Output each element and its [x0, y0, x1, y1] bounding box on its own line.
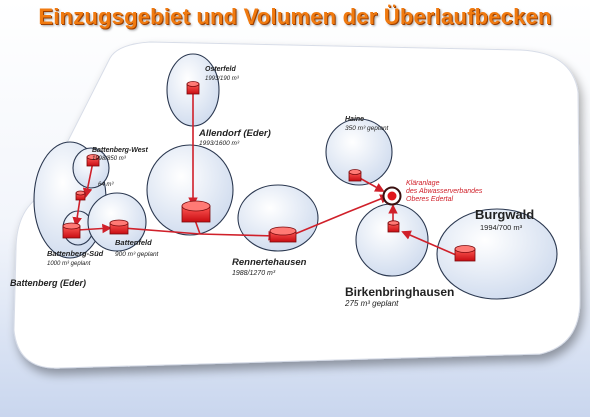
plant-line-1: Kläranlage	[406, 180, 440, 187]
storage-tanks	[62, 81, 476, 262]
battenberg-west-info: 1998/850 m³	[92, 156, 127, 162]
battenberg-sued-info: 1000 m³ geplant	[47, 261, 91, 267]
tank-allendorf	[181, 200, 211, 223]
battenberg-sued-name: Battenberg-Süd	[47, 249, 104, 258]
allendorf-name: Allendorf (Eder)	[198, 128, 271, 139]
plant-line-2: des Abwasserverbandes	[406, 188, 483, 195]
flow-west-small	[82, 161, 94, 198]
catchment-allendorf	[146, 144, 234, 236]
osterfeld-name: Osterfeld	[205, 66, 236, 73]
region-label: Battenberg (Eder)	[10, 278, 86, 288]
flow-burgwald-birkenbringhausen	[401, 230, 457, 256]
burgwald-info: 1994/700 m³	[480, 223, 523, 232]
flow-rennertehausen-plant	[289, 194, 390, 237]
battenfeld-info: 900 m³ geplant	[115, 251, 160, 258]
catchment-rennertehausen	[237, 184, 319, 252]
haine-name: Haine	[345, 116, 364, 123]
plant-line-3: Oberes Edertal	[406, 196, 454, 203]
battenfeld-name: Battenfeld	[115, 238, 152, 247]
haine-info: 350 m³ geplant	[345, 125, 390, 132]
small-64-info: 64 m³	[98, 182, 114, 188]
allendorf-info: 1993/1600 m³	[199, 140, 240, 147]
rennertehausen-info: 1988/1270 m³	[232, 270, 276, 277]
catchment-areas	[33, 53, 558, 300]
catchment-birkenbringhausen	[355, 203, 429, 277]
tank-rennertehausen	[269, 226, 297, 243]
catchment-burgwald	[436, 208, 558, 300]
sewage-plant-icon	[382, 186, 402, 206]
burgwald-name: Burgwald	[475, 207, 534, 222]
flow-sued-battenfeld	[77, 223, 112, 234]
tank-battenberg-west	[86, 154, 100, 167]
birkenbringhausen-info: 275 m³ geplant	[344, 299, 399, 308]
catchment-haine	[325, 118, 393, 186]
tank-burgwald	[454, 245, 476, 262]
battenberg-west-name: Battenberg-West	[92, 147, 149, 154]
tank-battenberg-sued	[62, 222, 81, 239]
page-title: Einzugsgebiet und Volumen der Überlaufbe…	[38, 4, 552, 29]
tank-haine	[348, 169, 362, 182]
tank-birkenbringhausen	[387, 220, 400, 233]
osterfeld-info: 1993/190 m³	[205, 76, 240, 82]
birkenbringhausen-name: Birkenbringhausen	[345, 285, 454, 299]
rennertehausen-name: Rennertehausen	[232, 257, 307, 268]
tank-battenfeld	[109, 219, 129, 235]
tank-small-64	[75, 190, 86, 201]
flow-small-sued	[72, 198, 82, 227]
tank-osterfeld	[186, 81, 200, 95]
